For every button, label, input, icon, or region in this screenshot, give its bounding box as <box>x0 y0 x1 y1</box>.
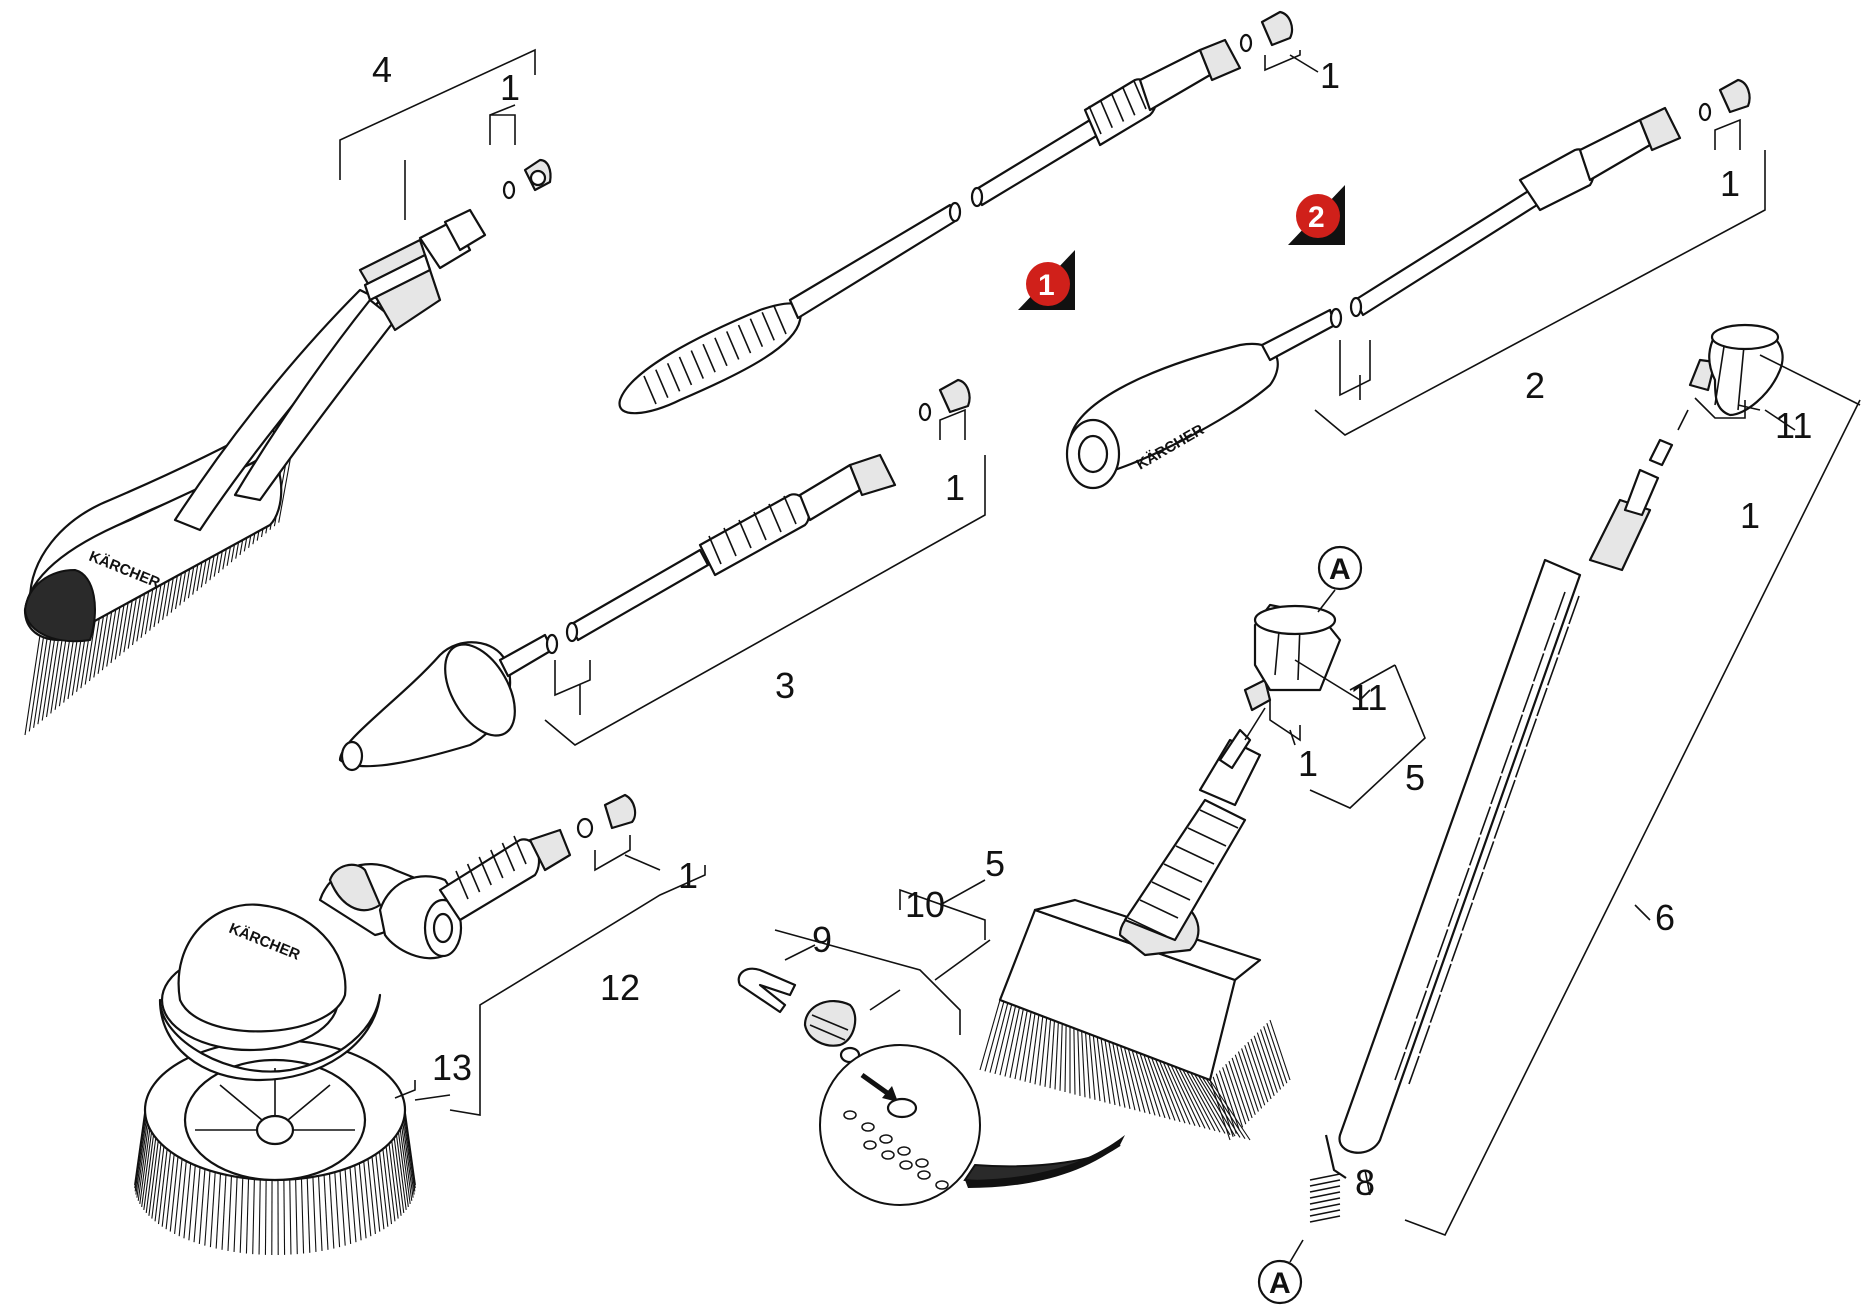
callout-5-center: 5 <box>985 843 1005 884</box>
surface-brush-bristles <box>979 999 1291 1141</box>
callout-11-telescope: 11 <box>1775 405 1812 446</box>
spring-part-8 <box>1309 1173 1341 1223</box>
detail-pins <box>843 1110 949 1190</box>
rotary-nozzle-lance-part-3 <box>338 378 986 772</box>
callout-1-brush: 1 <box>500 67 520 108</box>
nozzle-lance-ribs <box>708 495 797 565</box>
callout-2: 2 <box>1525 365 1545 406</box>
callout-8: 8 <box>1355 1162 1375 1203</box>
telescope-slots <box>1394 591 1580 1085</box>
callout-11-brush: 11 <box>1350 677 1387 718</box>
callout-1-brush-adapter: 1 <box>1298 743 1318 784</box>
adapter-ribs <box>1127 809 1239 937</box>
lance-grip-ribs <box>643 305 787 405</box>
svg-text:1: 1 <box>1038 269 1055 302</box>
callout-1-lance-top: 1 <box>1320 55 1340 96</box>
wash-brush-part-4: KÄRCHER <box>23 48 552 736</box>
callout-12: 12 <box>600 967 640 1008</box>
rotating-brush-part-12: KÄRCHER <box>134 793 706 1255</box>
callout-10: 10 <box>905 884 945 925</box>
callout-9: 9 <box>812 919 832 960</box>
callout-3: 3 <box>775 665 795 706</box>
svg-text:A: A <box>1329 553 1351 586</box>
telescopic-extension-part-6 <box>1309 323 1861 1237</box>
svg-text:2: 2 <box>1308 201 1325 234</box>
badge-2: 2 <box>1288 185 1345 245</box>
callout-1-telescope: 1 <box>1740 495 1760 536</box>
callout-1-nozzle: 1 <box>945 467 965 508</box>
rotating-brush-grip-ribs <box>455 835 527 900</box>
badge-1: 1 <box>1018 250 1075 310</box>
callout-5-right: 5 <box>1405 757 1425 798</box>
callout-1-rotating: 1 <box>678 855 698 896</box>
callout-13: 13 <box>432 1047 472 1088</box>
svg-text:A: A <box>1269 1267 1291 1300</box>
spray-lance-part-2: KÄRCHER <box>1065 78 1766 490</box>
valve-detail-parts-9-10 <box>737 879 1125 1206</box>
spray-lance-part-1 <box>618 10 1319 415</box>
callout-4: 4 <box>372 49 392 90</box>
callout-6: 6 <box>1655 897 1675 938</box>
lance-coupling-ribs <box>1088 80 1147 135</box>
detail-marker-a-top: A <box>1317 545 1363 613</box>
surface-brush-part-5 <box>979 603 1426 1141</box>
round-brush-bristles <box>134 1109 416 1255</box>
detail-marker-a-bottom: A <box>1257 1239 1304 1305</box>
callout-1-lance-right: 1 <box>1720 163 1740 204</box>
